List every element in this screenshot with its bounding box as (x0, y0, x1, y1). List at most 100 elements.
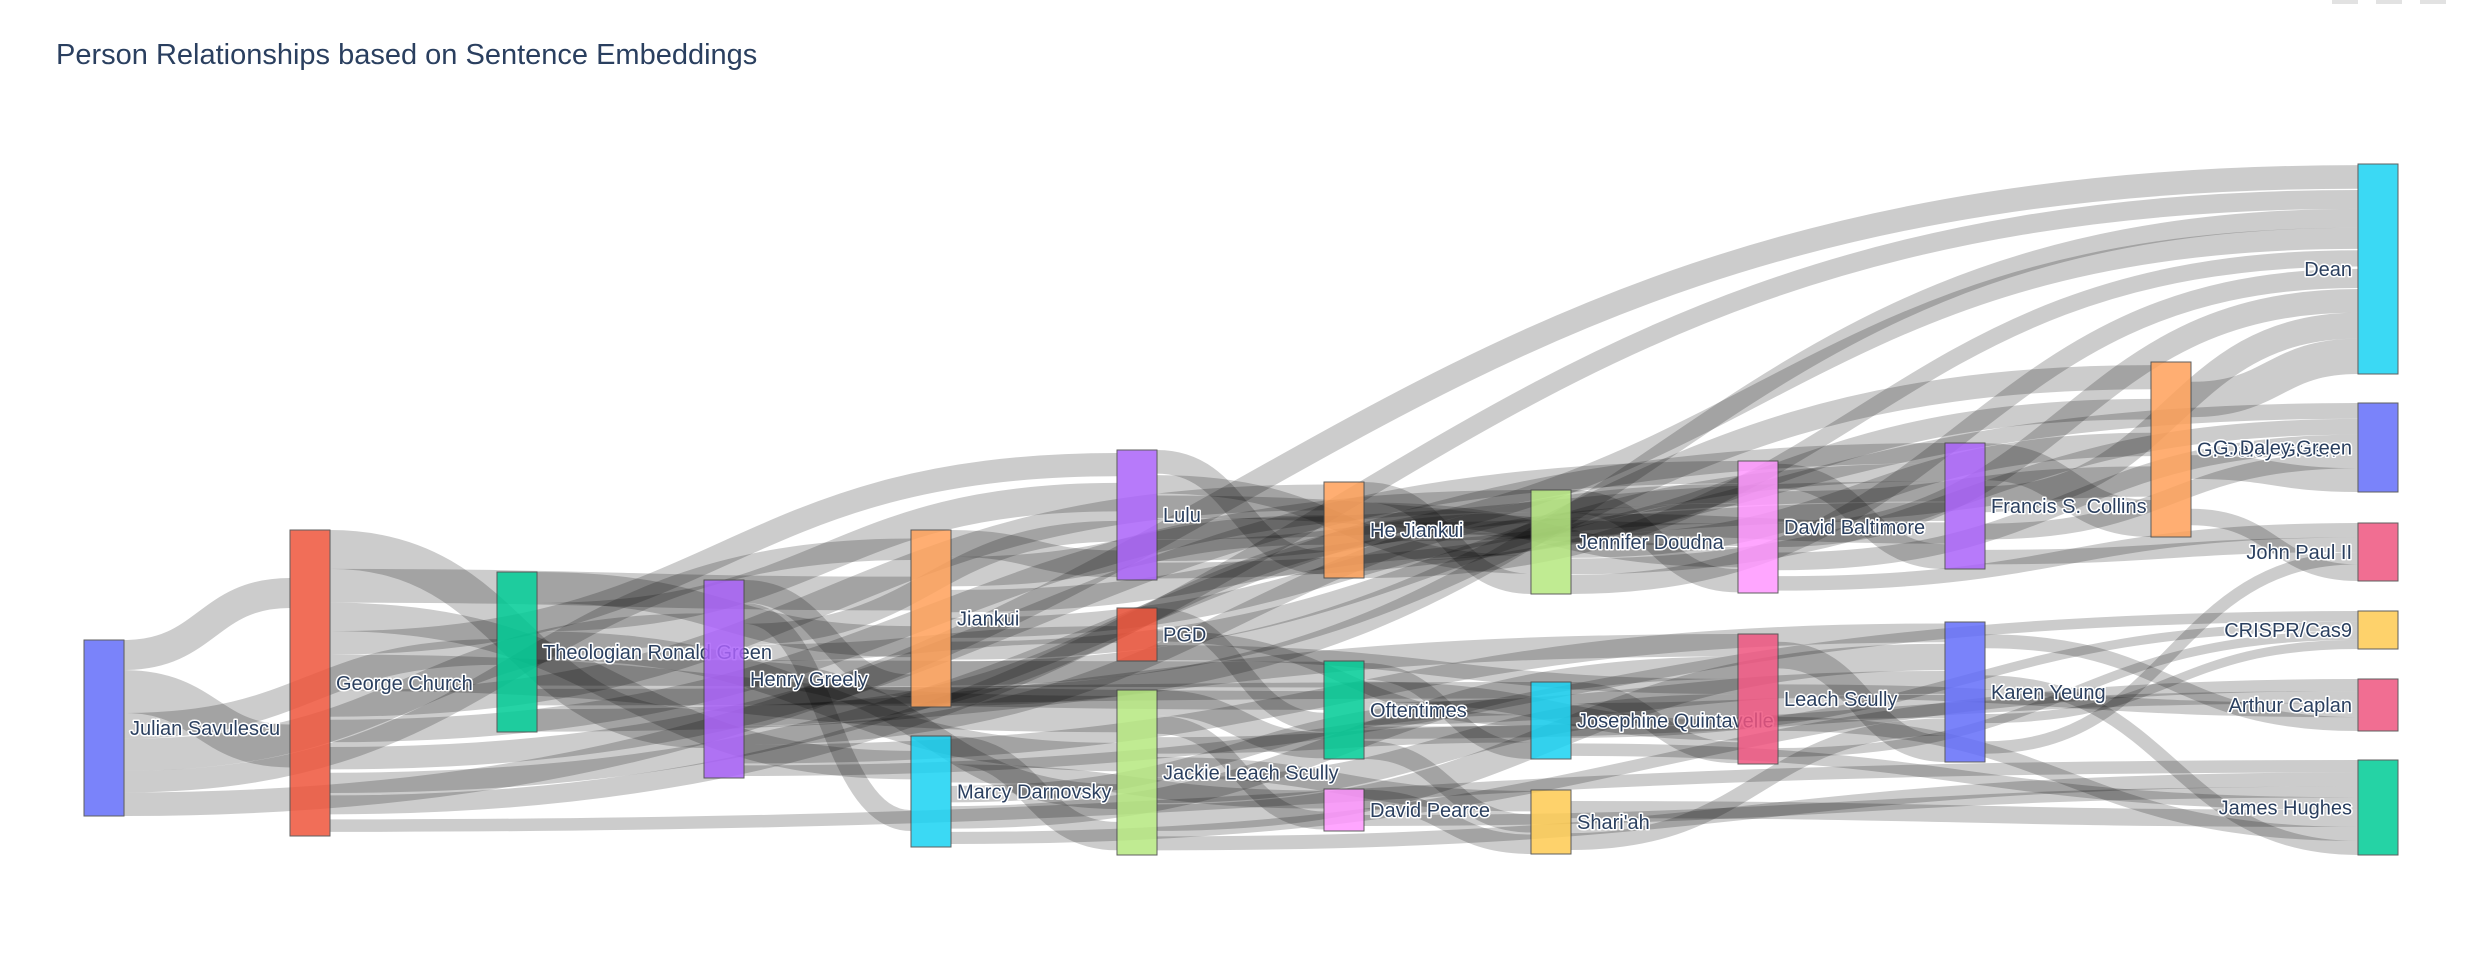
sankey-node[interactable] (2357, 163, 2399, 375)
sankey-node[interactable] (289, 529, 331, 837)
sankey-link[interactable] (123, 165, 2359, 816)
sankey-link[interactable] (1777, 641, 1946, 763)
sankey-link[interactable] (1984, 634, 2359, 732)
sankey-node[interactable] (1323, 788, 1365, 832)
sankey-node[interactable] (1530, 681, 1572, 760)
sankey-link[interactable] (1570, 432, 2152, 558)
sankey-link[interactable] (1156, 450, 1325, 575)
sankey-node-label: Oftentimes (1370, 700, 1467, 722)
sankey-link[interactable] (743, 580, 912, 698)
sankey-link[interactable] (1570, 718, 1946, 851)
sankey-link[interactable] (1363, 663, 1532, 759)
sankey-link[interactable] (2190, 508, 2359, 582)
sankey-link[interactable] (1777, 434, 2359, 571)
sankey-node[interactable] (1323, 481, 1365, 579)
sankey-link[interactable] (1156, 694, 1739, 804)
sankey-node-label: Jackie Leach Scully (1163, 763, 1339, 785)
sankey-link[interactable] (1570, 268, 2359, 594)
sankey-link[interactable] (743, 661, 1118, 810)
sankey-link[interactable] (1777, 716, 2359, 841)
sankey-node[interactable] (83, 639, 125, 817)
sankey-link[interactable] (1156, 608, 1325, 732)
sankey-link[interactable] (1156, 227, 2359, 562)
sankey-link[interactable] (1777, 289, 2359, 548)
sankey-link[interactable] (123, 613, 705, 771)
sankey-node[interactable] (910, 529, 952, 708)
sankey-link[interactable] (1156, 715, 1325, 830)
sankey-link[interactable] (1984, 552, 2359, 754)
sankey-link[interactable] (536, 634, 1739, 732)
sankey-link[interactable] (536, 631, 1118, 772)
sankey-node-label: Henry Greely (750, 669, 868, 691)
sankey-link[interactable] (1984, 639, 2359, 724)
sankey-node[interactable] (910, 735, 952, 848)
sankey-link[interactable] (742, 602, 913, 831)
sankey-link[interactable] (1984, 675, 2359, 855)
sankey-link[interactable] (123, 578, 291, 671)
sankey-node[interactable] (2357, 678, 2399, 732)
sankey-node-label: Marcy Darnovsky (957, 782, 1111, 804)
modebar-zoom-icon[interactable] (2332, 0, 2358, 4)
sankey-link[interactable] (1156, 689, 1325, 759)
sankey-link[interactable] (743, 686, 1325, 710)
sankey-link[interactable] (950, 208, 2359, 706)
sankey-node[interactable] (2357, 610, 2399, 650)
sankey-node[interactable] (2357, 402, 2399, 493)
sankey-link[interactable] (1363, 502, 1946, 542)
sankey-node-label: David Pearce (1370, 800, 1490, 822)
sankey-node-label: Dean (2304, 259, 2352, 281)
sankey-node[interactable] (1737, 460, 1779, 594)
sankey-link[interactable] (1156, 495, 1739, 547)
sankey-link[interactable] (950, 530, 1118, 578)
sankey-link[interactable] (2190, 338, 2359, 418)
sankey-node[interactable] (2357, 522, 2399, 582)
sankey-link[interactable] (950, 679, 2359, 845)
sankey-link[interactable] (950, 532, 1532, 613)
sankey-node[interactable] (703, 579, 745, 779)
sankey-node[interactable] (1530, 789, 1572, 855)
sankey-node[interactable] (1116, 449, 1158, 581)
sankey-node[interactable] (1116, 689, 1158, 856)
sankey-link[interactable] (1363, 740, 1532, 833)
sankey-link[interactable] (1363, 789, 1532, 855)
sankey-node[interactable] (2357, 759, 2399, 856)
sankey-link[interactable] (2190, 455, 2359, 492)
sankey-link[interactable] (1156, 645, 1739, 694)
sankey-node[interactable] (1737, 633, 1779, 765)
sankey-link[interactable] (1363, 670, 1946, 725)
sankey-node-label: David Baltimore (1784, 517, 1925, 539)
sankey-link[interactable] (329, 602, 912, 780)
sankey-link[interactable] (1363, 482, 1532, 595)
modebar-pan-icon[interactable] (2376, 0, 2402, 4)
sankey-node-label: PGD (1163, 625, 1206, 647)
sankey-node[interactable] (496, 571, 538, 733)
sankey-link[interactable] (329, 452, 1118, 655)
sankey-link[interactable] (329, 568, 912, 611)
sankey-link[interactable] (1570, 743, 2359, 810)
sankey-link[interactable] (1777, 523, 2359, 591)
modebar-reset-icon[interactable] (2420, 0, 2446, 4)
sankey-node-label: Jennifer Doudna (1577, 532, 1725, 554)
modebar[interactable] (2332, 0, 2446, 8)
sankey-link[interactable] (1570, 682, 1739, 764)
sankey-link[interactable] (1156, 772, 2359, 851)
sankey-link[interactable] (1984, 537, 2359, 565)
sankey-link[interactable] (1570, 490, 1739, 593)
sankey-node[interactable] (2150, 361, 2192, 538)
sankey-link[interactable] (536, 482, 1118, 632)
sankey-node[interactable] (1530, 489, 1572, 595)
sankey-link[interactable] (1777, 630, 2359, 758)
sankey-link[interactable] (1570, 801, 2359, 827)
sankey-node[interactable] (1116, 607, 1158, 662)
sankey-link[interactable] (1777, 463, 1946, 570)
sankey-link[interactable] (329, 460, 1739, 770)
sankey-link[interactable] (1984, 443, 2152, 537)
sankey-link[interactable] (950, 698, 1532, 803)
sankey-node[interactable] (1944, 621, 1986, 763)
sankey-link[interactable] (950, 735, 1118, 851)
sankey-link[interactable] (123, 670, 291, 768)
sankey-link[interactable] (1156, 757, 1532, 812)
sankey-link[interactable] (1777, 684, 2359, 718)
sankey-node[interactable] (1944, 442, 1986, 570)
sankey-node[interactable] (1323, 660, 1365, 760)
